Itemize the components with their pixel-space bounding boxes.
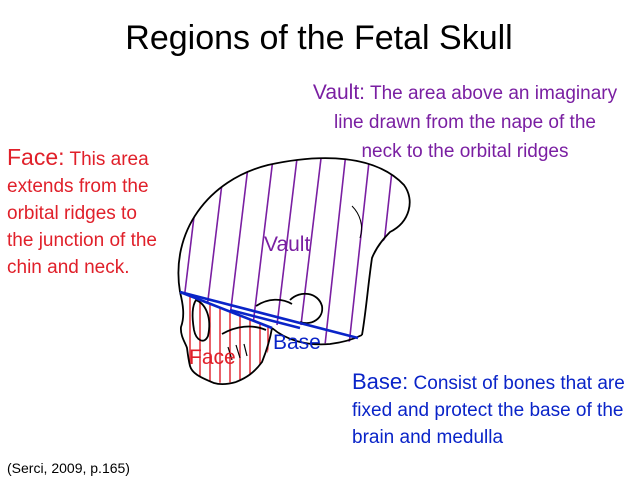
vault-description: Vault: The area above an imaginary line … — [312, 78, 618, 166]
citation: (Serci, 2009, p.165) — [7, 460, 130, 476]
base-text: Consist of bones that are fixed and prot… — [352, 373, 625, 448]
face-text: This area extends from the orbital ridge… — [7, 149, 157, 278]
face-term: Face: — [7, 144, 65, 170]
base-label: Base — [273, 331, 321, 354]
vault-term: Vault: — [312, 81, 366, 104]
slide-title: Regions of the Fetal Skull — [125, 19, 513, 57]
skull-outline — [177, 157, 411, 386]
base-term: Base: — [352, 369, 409, 394]
face-description: Face: This area extends from the orbital… — [7, 144, 167, 281]
vault-text: The area above an imaginary line drawn f… — [334, 83, 618, 162]
vault-label: Vault — [264, 233, 310, 256]
face-label: Face — [189, 346, 236, 369]
base-description: Base: Consist of bones that are fixed an… — [352, 368, 634, 451]
base-lines — [179, 290, 359, 340]
